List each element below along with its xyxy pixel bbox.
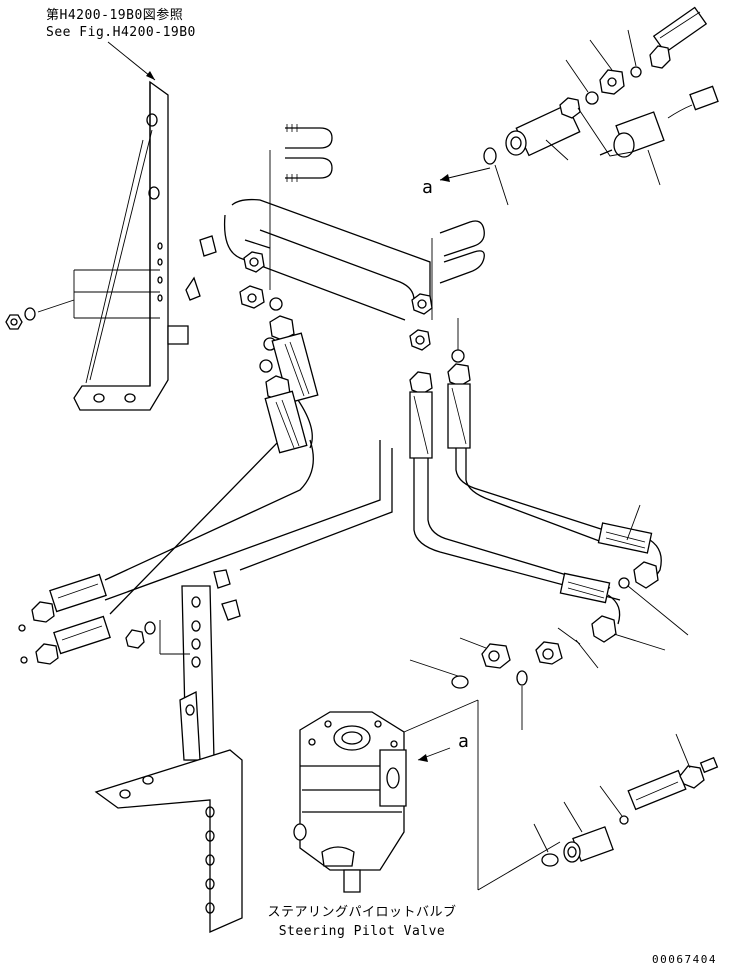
upper-clips xyxy=(186,236,216,300)
hose-middle-vertical xyxy=(410,364,620,600)
view-marker-arrows xyxy=(418,168,490,762)
steering-pilot-valve-label-japanese: ステアリングパイロットバルブ xyxy=(267,905,457,920)
valve-port-fittings xyxy=(410,628,598,730)
lower-clips xyxy=(214,570,240,620)
upper-fittings-left xyxy=(240,252,282,372)
upper-bracket xyxy=(38,82,188,410)
middle-u-bolts xyxy=(432,221,484,320)
reference-note-japanese: 第H4200-19B0図参照 xyxy=(46,8,184,23)
top-right-connectors xyxy=(484,7,718,205)
left-nut xyxy=(6,308,35,329)
hose-right-elbows xyxy=(560,505,688,650)
view-marker-lower: a xyxy=(458,731,470,752)
steering-pilot-valve-body xyxy=(294,700,560,892)
middle-fittings xyxy=(410,294,464,362)
lower-right-fittings xyxy=(534,734,717,866)
view-marker-upper: a xyxy=(422,177,434,198)
upper-u-bolts xyxy=(270,124,332,290)
lower-bracket xyxy=(96,586,242,932)
reference-note-english: See Fig.H4200-19B0 xyxy=(46,25,196,40)
hose-left-vertical xyxy=(265,316,318,453)
drawing-number: 00067404 xyxy=(652,953,717,966)
steering-pilot-valve-label-english: Steering Pilot Valve xyxy=(278,924,446,939)
lower-left-hoses xyxy=(19,575,155,664)
reference-leader xyxy=(108,42,155,80)
